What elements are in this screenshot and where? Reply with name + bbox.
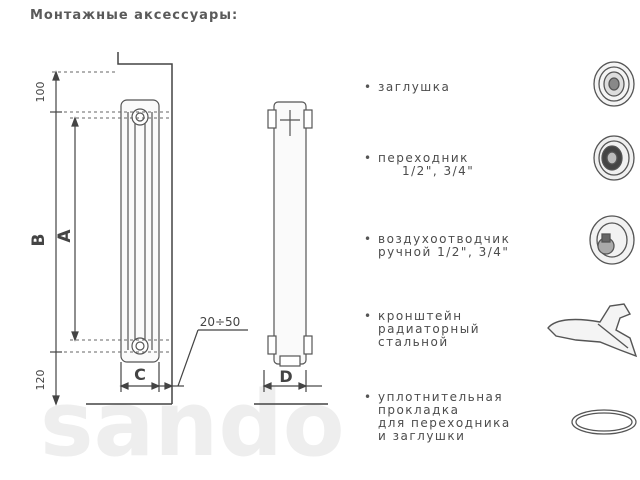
accessory-label-line: радиаторный: [378, 322, 480, 336]
watermark: sando: [40, 372, 345, 477]
bullet-icon: •: [364, 232, 373, 246]
radiator-front-view: [120, 99, 160, 363]
accessory-label-line: уплотнительная: [378, 390, 504, 404]
dim-bottom: 120: [34, 370, 47, 391]
dim-C: C: [134, 365, 146, 384]
accessory-label-line: стальной: [378, 335, 449, 349]
accessory-label-line: ручной 1/2", 3/4": [378, 245, 510, 259]
air-vent-valve-icon: [589, 215, 635, 265]
dim-B: B: [29, 234, 49, 247]
accessory-label-line: кронштейн: [378, 309, 463, 323]
bullet-icon: •: [364, 80, 373, 94]
sealing-gasket-icon: [571, 409, 637, 435]
bullet-icon: •: [364, 309, 373, 323]
dim-gap: 20÷50: [200, 315, 241, 329]
radiator-bracket-icon: [547, 303, 638, 358]
accessory-label-line: 1/2", 3/4": [402, 164, 475, 178]
radiator-side-view: [267, 101, 313, 367]
bullet-icon: •: [364, 390, 373, 404]
accessory-label-line: воздухоотводчик: [378, 232, 511, 246]
dim-A: A: [55, 229, 75, 243]
accessory-label-line: переходник: [378, 151, 469, 165]
accessory-label-line: и заглушки: [378, 429, 466, 443]
dim-top: 100: [34, 82, 47, 103]
dim-D: D: [279, 367, 292, 386]
accessory-label-line: прокладка: [378, 403, 460, 417]
page-title: Монтажные аксессуары:: [30, 8, 239, 23]
plug-icon: [593, 61, 635, 107]
accessory-label-line: заглушка: [378, 80, 451, 94]
accessory-item: • заглушка: [364, 80, 451, 94]
adapter-icon: [593, 135, 635, 181]
accessory-label-line: для переходника: [378, 416, 511, 430]
wall-front: [86, 52, 173, 405]
bullet-icon: •: [364, 151, 373, 165]
